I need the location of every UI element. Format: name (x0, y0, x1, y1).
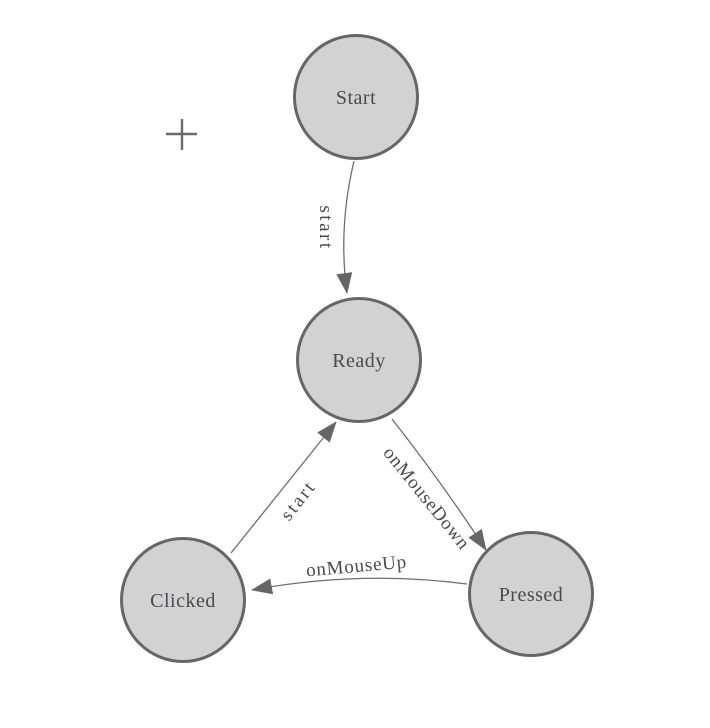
state-node-start[interactable]: Start (293, 34, 419, 160)
state-node-ready[interactable]: Ready (296, 297, 422, 423)
crosshair-icon (166, 119, 197, 150)
edge-label-pressed-clicked[interactable]: onMouseUp (305, 552, 408, 582)
edge-label-clicked-ready[interactable]: start (276, 476, 320, 525)
edge-label-ready-pressed[interactable]: onMouseDown (378, 443, 474, 554)
edge-label-start-ready[interactable]: start (315, 205, 336, 250)
state-circle-pressed[interactable] (468, 531, 594, 657)
edge-clicked-ready[interactable] (230, 421, 337, 554)
node-layer: Start Ready Clicked Pressed (120, 34, 594, 663)
edge-ready-pressed[interactable] (391, 418, 487, 551)
state-circle-clicked[interactable] (120, 537, 246, 663)
state-node-clicked[interactable]: Clicked (120, 537, 246, 663)
state-circle-start[interactable] (293, 34, 419, 160)
edge-pressed-clicked[interactable] (251, 577, 468, 595)
state-node-pressed[interactable]: Pressed (468, 531, 594, 657)
edge-start-ready[interactable] (336, 160, 355, 294)
state-circle-ready[interactable] (296, 297, 422, 423)
